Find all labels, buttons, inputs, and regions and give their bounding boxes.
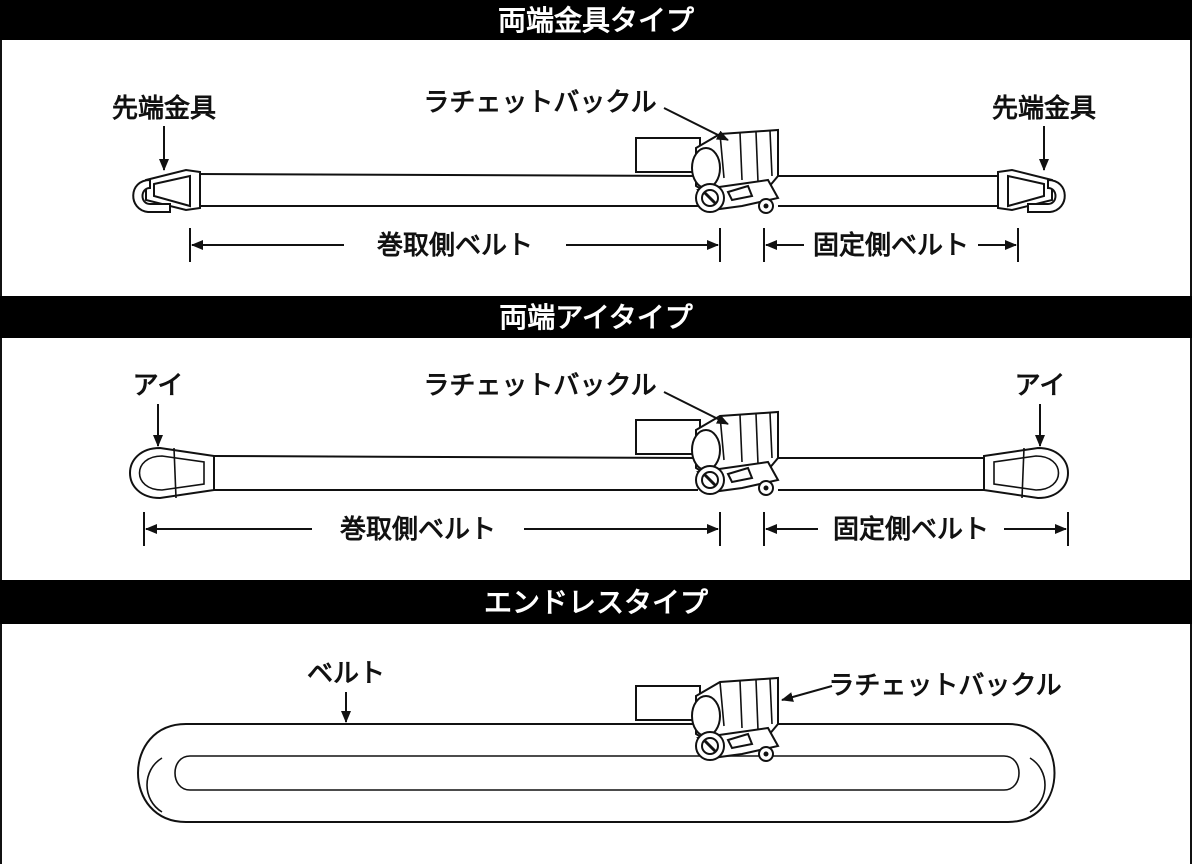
section-both-end-eyes: 両端アイタイプ アイ アイ ラチェットバックル 巻取側ベルト [0,296,1192,580]
fixed-belt-label: 固定側ベルト [833,514,989,545]
section-title: 両端金具タイプ [498,4,695,37]
right-end-label: 先端金具 [992,93,1096,124]
section-title: 両端アイタイプ [499,301,693,334]
right-eye-label: アイ [1015,371,1066,401]
section-header-bar [0,580,1192,624]
section-endless: エンドレスタイプ ベルト ラチェットバックル [0,580,1192,864]
left-end-fitting [132,168,201,213]
endless-belt [137,723,1056,823]
ratchet-buckle [634,410,780,497]
take-up-belt [195,173,699,207]
buckle-label: ラチェットバックル [423,88,656,118]
left-eye [129,446,215,500]
left-eye-label: アイ [133,371,184,401]
belt-label: ベルト [307,659,385,689]
ratchet-buckle [634,128,780,215]
ratchet-buckle [634,676,780,763]
section-both-end-fittings: 両端金具タイプ 先端金具 先端金具 ラチェットバックル 巻取 [0,0,1192,296]
section-header-bar [0,0,1192,40]
section-title: エンドレスタイプ [484,586,709,619]
right-end-fitting [997,168,1066,213]
right-eye [983,446,1069,500]
fixed-belt [778,457,990,491]
left-end-label: 先端金具 [112,93,216,124]
take-up-belt-label: 巻取側ベルト [339,515,496,545]
take-up-belt [213,455,699,491]
buckle-label: ラチェットバックル [423,371,656,401]
fixed-belt [778,175,1012,207]
section-header-bar [0,296,1192,338]
take-up-belt-label: 巻取側ベルト [376,231,533,261]
buckle-label: ラチェットバックル [828,671,1061,701]
fixed-belt-label: 固定側ベルト [813,230,969,261]
